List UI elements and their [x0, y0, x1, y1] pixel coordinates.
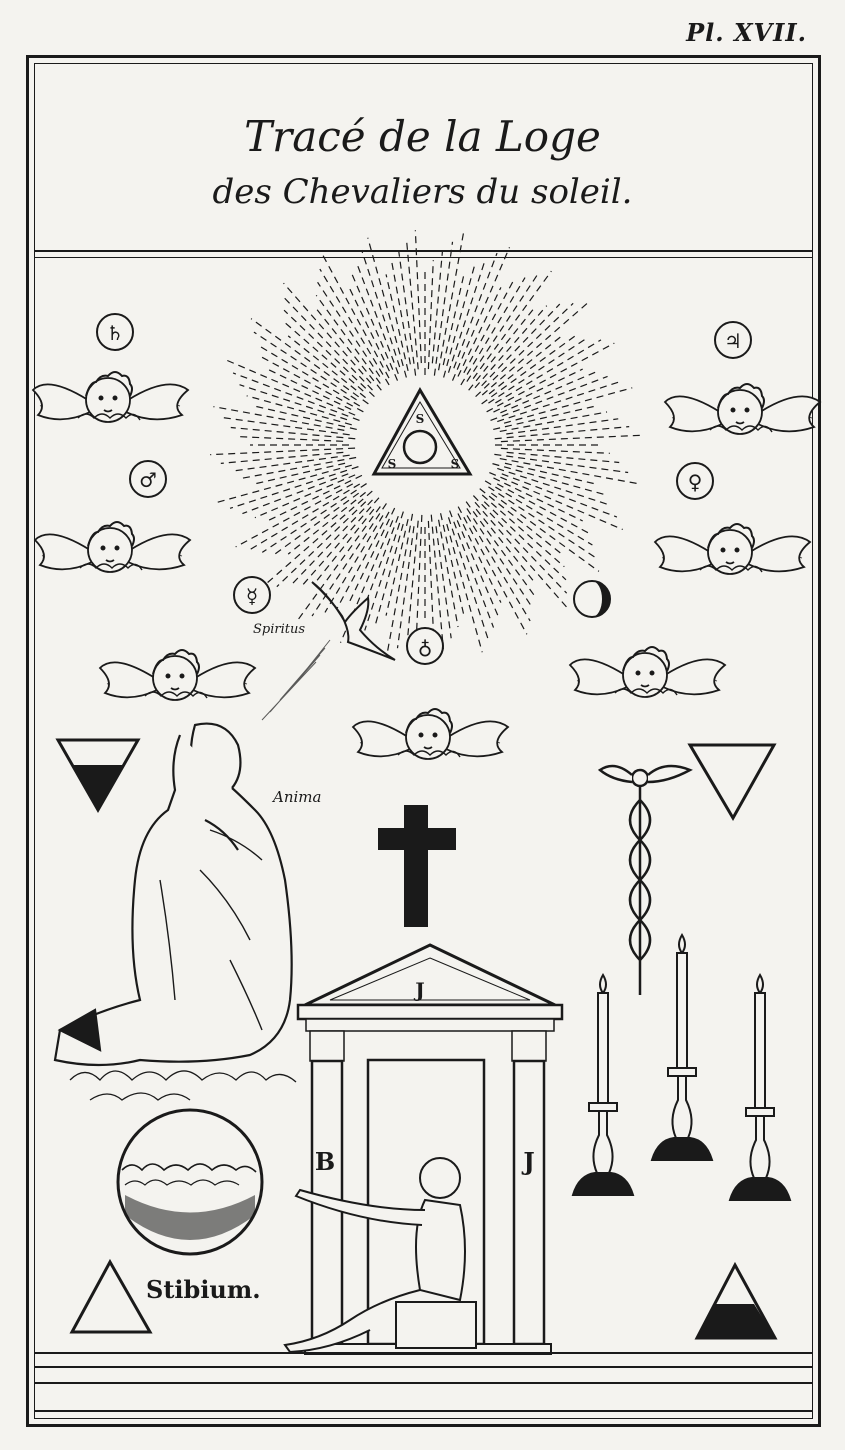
stibium-sphere-icon [116, 1108, 264, 1256]
cherubs [31, 371, 822, 760]
triangle-letter-left: S [388, 457, 397, 471]
planet-mercury-icon: ☿ [233, 576, 271, 614]
clouds [69, 1070, 297, 1101]
triangle-letter-right: S [451, 457, 460, 471]
label-anima: Anima [273, 788, 322, 806]
planet-mars-icon: ♂ [129, 460, 167, 498]
caduceus-icon [597, 764, 693, 995]
svg-text:♄: ♄ [106, 321, 124, 345]
seated-child-figure [283, 1157, 477, 1354]
planet-venus-icon: ♀ [676, 462, 714, 500]
cherub-head-3 [98, 649, 257, 701]
planet-spheres: ♄ ♃ ♂ ♀ ☿ ♁ [96, 313, 752, 665]
title-line-1: Tracé de la Loge [244, 112, 601, 161]
eye-circle [402, 429, 438, 465]
svg-text:☿: ☿ [246, 584, 258, 608]
pillar-right [512, 1059, 546, 1346]
label-spiritus: Spiritus [253, 622, 306, 637]
earth-triangle-icon [687, 743, 777, 822]
anima-figure [53, 722, 293, 1067]
svg-text:♃: ♃ [724, 329, 742, 353]
water-triangle-icon [55, 738, 141, 814]
fire-triangle-icon [694, 1261, 778, 1340]
capital-left [309, 1030, 345, 1062]
cherub-head-2 [33, 521, 192, 573]
cherub-head-4 [351, 708, 510, 760]
delta-triangle: S S S [371, 386, 473, 476]
title-line-2: des Chevaliers du soleil. [212, 172, 633, 212]
planet-jupiter-icon: ♃ [714, 321, 752, 359]
capital-right [511, 1030, 547, 1062]
sun-rays [210, 230, 640, 660]
svg-text:♂: ♂ [139, 468, 157, 492]
triangle-letter-top: S [416, 412, 425, 426]
plate-frame-outer [26, 55, 821, 1427]
pillar-letter-b: B [315, 1147, 335, 1176]
cherub-head-7 [568, 646, 727, 698]
pillar-letter-j: J [521, 1147, 534, 1176]
svg-text:♁: ♁ [418, 635, 433, 659]
cherub-head-5 [663, 383, 822, 435]
cherub-head-6 [653, 523, 812, 575]
air-triangle-icon [69, 1258, 153, 1334]
title-divider [34, 250, 813, 258]
candlesticks [571, 933, 792, 1201]
planet-earth-icon: ♁ [406, 627, 444, 665]
planet-moon-icon [573, 580, 611, 618]
svg-text:♀: ♀ [688, 470, 703, 494]
pediment-letter: J [413, 978, 424, 1002]
label-stibium: Stibium. [146, 1275, 261, 1304]
plate-frame-inner [34, 63, 813, 1419]
planet-saturn-icon: ♄ [96, 313, 134, 351]
candle-icon-1 [571, 973, 635, 1196]
cherub-head-1 [31, 371, 190, 423]
floor-platform [34, 1352, 813, 1412]
candle-icon-3 [728, 973, 792, 1201]
plate-number: Pl. XVII. [686, 18, 807, 47]
cross-icon [378, 805, 456, 927]
candle-icon-2 [650, 933, 714, 1161]
dove-icon [261, 581, 396, 721]
